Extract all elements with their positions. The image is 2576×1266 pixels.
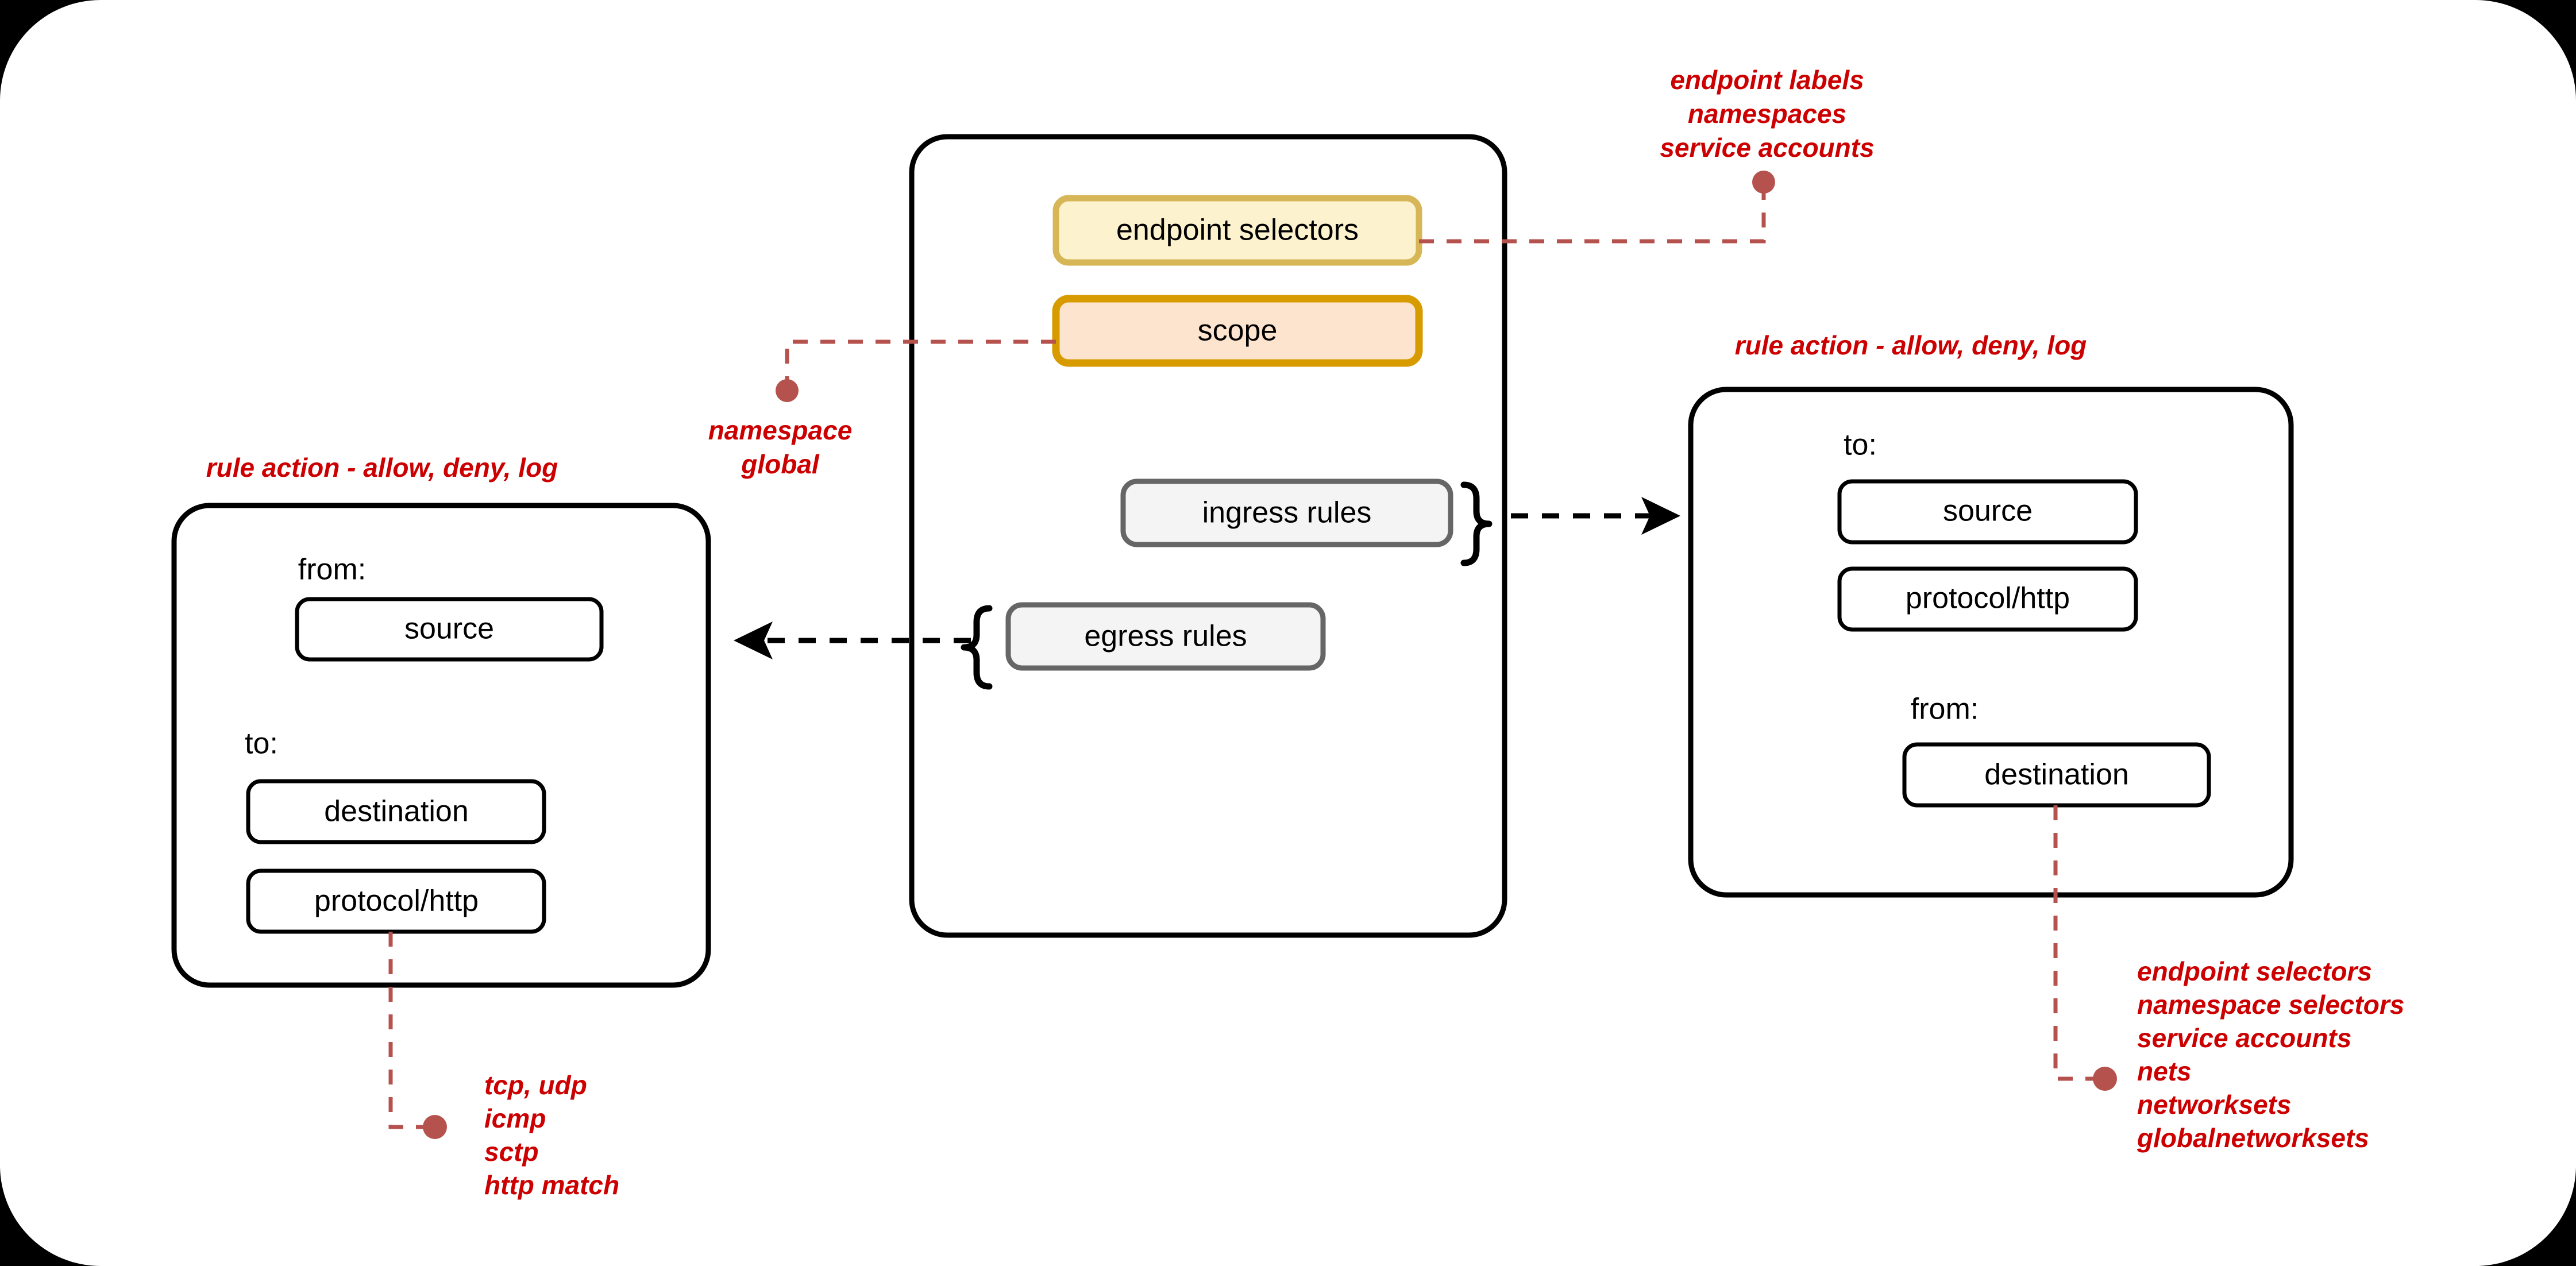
flow-egress-arrowhead xyxy=(734,622,773,659)
connector-endpoint-selectors-dot xyxy=(1752,171,1775,194)
ingress-rules-rect xyxy=(1120,478,1453,547)
connector-endpoint-selectors xyxy=(1419,187,1766,244)
connector-destination xyxy=(2053,805,2097,1081)
annot-protocol-line-0: tcp, udp xyxy=(484,1070,587,1100)
left-source-box[interactable]: source xyxy=(295,597,604,662)
right-source-label: source xyxy=(1943,495,2033,528)
annot-destination-line-5: globalnetworksets xyxy=(2137,1123,2369,1153)
left-from-label: from: xyxy=(298,553,366,586)
left-source-rect xyxy=(295,597,604,662)
annot-destination-line-1: namespace selectors xyxy=(2137,990,2404,1020)
egress-rules-rect xyxy=(1005,602,1326,671)
ingress-brace xyxy=(1460,481,1493,566)
annot-protocol-line-3: http match xyxy=(484,1170,619,1200)
right-protocol-label: protocol/http xyxy=(1906,582,2070,615)
scope-rect xyxy=(1052,295,1423,367)
annot-destination-line-2: service accounts xyxy=(2137,1023,2351,1053)
left-destination-label: destination xyxy=(324,795,469,828)
scope-label: scope xyxy=(1198,314,1278,348)
box-endpoint-selectors[interactable]: endpoint selectors xyxy=(1052,195,1422,266)
left-source-label: source xyxy=(404,612,494,646)
box-egress-rules[interactable]: egress rules xyxy=(1005,602,1326,671)
flow-egress-to-left xyxy=(734,622,971,659)
left-protocol-rect xyxy=(246,869,546,934)
right-protocol-box[interactable]: protocol/http xyxy=(1837,566,2138,632)
endpoint-selectors-rect xyxy=(1052,195,1422,266)
annot-endpoint-line-0: endpoint labels xyxy=(1670,65,1864,95)
annot-destination-line-3: nets xyxy=(2137,1056,2192,1086)
box-ingress-rules[interactable]: ingress rules xyxy=(1120,478,1453,547)
annot-endpoint-line-2: service accounts xyxy=(1660,133,1874,163)
annotation-scope: namespace global xyxy=(708,415,853,479)
annot-endpoint-line-1: namespaces xyxy=(1688,99,1846,129)
right-destination-label: destination xyxy=(1984,758,2129,792)
connector-scope-dot xyxy=(776,379,799,402)
left-destination-box[interactable]: destination xyxy=(246,779,546,844)
right-source-box[interactable]: source xyxy=(1837,479,2138,545)
left-protocol-box[interactable]: protocol/http xyxy=(246,869,546,934)
connector-scope xyxy=(785,339,1056,386)
annotation-protocol: tcp, udp icmp sctp http match xyxy=(484,1070,619,1200)
annotation-endpoint-selectors: endpoint labels namespaces service accou… xyxy=(1660,65,1874,163)
egress-rules-label: egress rules xyxy=(1084,620,1247,653)
right-from-label: from: xyxy=(1911,693,1979,726)
annotation-destination: endpoint selectors namespace selectors s… xyxy=(2137,956,2404,1153)
right-to-label: to: xyxy=(1844,429,1877,462)
annot-destination-line-0: endpoint selectors xyxy=(2137,956,2372,986)
right-rule-panel[interactable] xyxy=(1688,387,2294,898)
left-panel-heading: rule action - allow, deny, log xyxy=(206,453,558,483)
right-source-rect xyxy=(1837,479,2138,545)
annot-scope-line-1: global xyxy=(741,449,820,479)
box-scope[interactable]: scope xyxy=(1052,295,1423,367)
flow-ingress-arrowhead xyxy=(1641,497,1680,535)
annot-scope-line-0: namespace xyxy=(708,415,853,445)
annot-protocol-line-1: icmp xyxy=(484,1103,546,1133)
right-destination-box[interactable]: destination xyxy=(1902,742,2211,808)
egress-brace xyxy=(961,605,993,690)
ingress-rules-label: ingress rules xyxy=(1202,496,1372,530)
flow-ingress-to-right xyxy=(1511,497,1680,535)
annot-destination-line-4: networksets xyxy=(2137,1090,2291,1120)
connector-protocol-dot xyxy=(423,1115,447,1139)
right-panel-heading: rule action - allow, deny, log xyxy=(1735,330,2087,360)
annot-protocol-line-2: sctp xyxy=(484,1137,539,1167)
left-destination-rect xyxy=(246,779,546,844)
endpoint-selectors-label: endpoint selectors xyxy=(1116,214,1359,247)
left-protocol-label: protocol/http xyxy=(314,885,479,918)
left-to-label: to: xyxy=(245,727,278,761)
connector-destination-dot xyxy=(2093,1067,2117,1091)
connector-protocol xyxy=(388,932,428,1129)
right-protocol-rect xyxy=(1837,566,2138,632)
